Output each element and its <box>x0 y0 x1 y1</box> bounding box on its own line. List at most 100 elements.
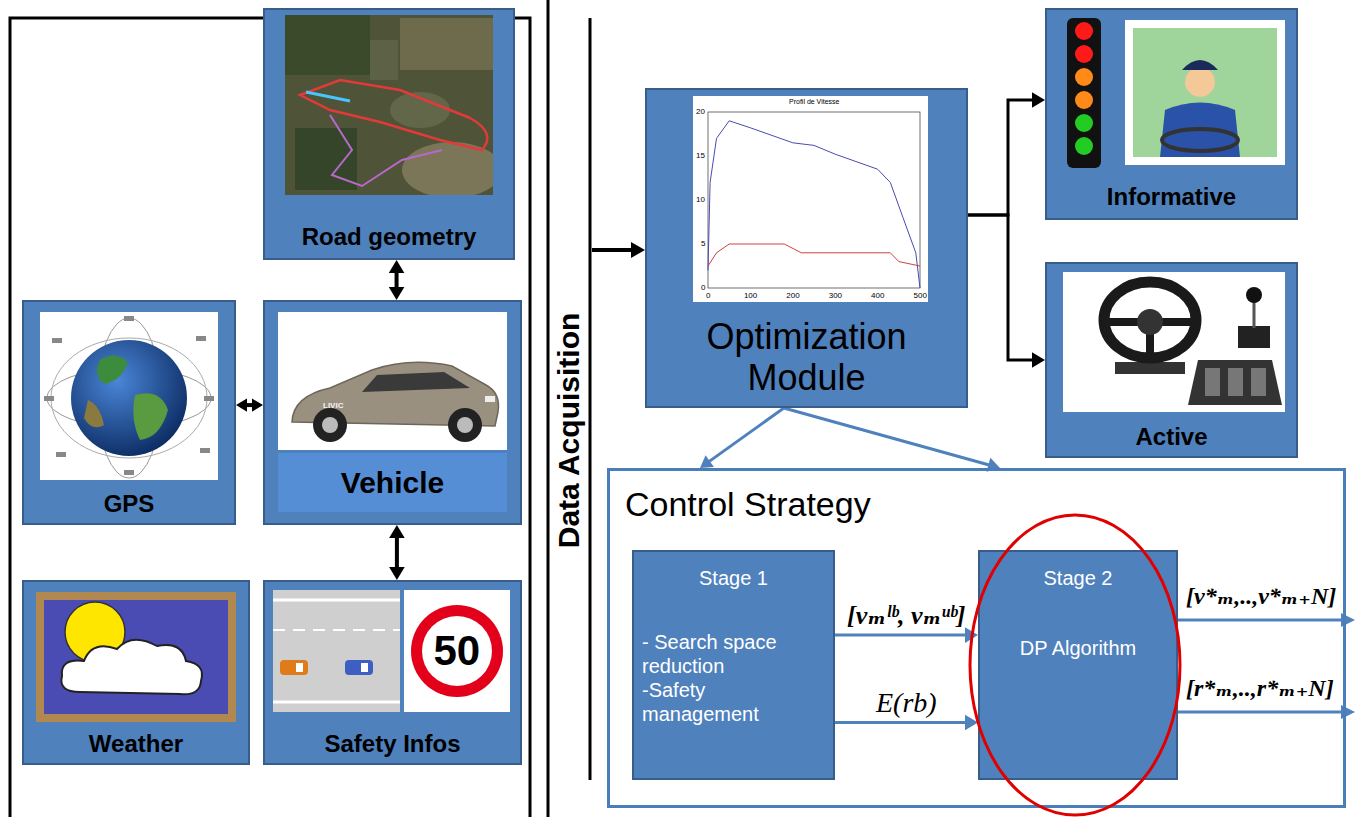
box-caption: Safety Infos <box>267 730 518 759</box>
axis-tick: 300 <box>829 292 842 301</box>
connector <box>968 92 1045 215</box>
gps-globe-part <box>71 340 187 456</box>
group-title: Control Strategy <box>625 484 871 525</box>
steering-wheel-picture-part <box>1251 368 1266 396</box>
traffic-light-driver-part <box>1185 67 1215 97</box>
box-caption: Weather <box>26 730 246 759</box>
edge-label: [vₘˡᵇ, vₘᵘᵇ] <box>847 601 966 631</box>
stage-item: -Safety management <box>632 678 835 726</box>
connector-line <box>835 721 969 724</box>
gps-globe-part-part <box>44 396 54 401</box>
safety-picture-part <box>361 663 368 672</box>
connector <box>784 408 1000 472</box>
connector-line <box>968 215 1036 360</box>
connector-line <box>707 408 784 463</box>
vehicle-box: Vehicle <box>263 300 522 525</box>
weather-picture-part <box>44 600 228 714</box>
divider-line <box>547 0 550 817</box>
gps-globe-part-part <box>124 316 134 321</box>
arrow-head <box>389 287 405 300</box>
module-title: Optimization Module <box>649 317 964 398</box>
source-box: GPS <box>22 300 236 525</box>
safety-picture-part <box>273 599 400 602</box>
connector <box>389 525 405 580</box>
traffic-light-driver-part <box>1125 20 1285 165</box>
traffic-light-driver-part <box>1160 103 1240 158</box>
connector <box>700 408 784 468</box>
arrow-head <box>236 398 247 411</box>
axis-tick: 5 <box>701 240 705 249</box>
group-box: Control StrategyStage 1 - Search space re… <box>607 468 1346 808</box>
speed-profile-chart-part <box>693 96 928 302</box>
connector <box>389 260 405 300</box>
stage-title: Stage 1 <box>632 566 835 590</box>
arrow-head <box>389 567 405 580</box>
traffic-light-driver-part <box>1075 22 1093 40</box>
source-box: Road geometry <box>263 8 515 260</box>
satellite-map-part <box>370 40 398 80</box>
gps-globe-part <box>40 312 218 480</box>
divider-line <box>589 18 592 780</box>
axis-tick: 500 <box>914 292 927 301</box>
output-box: Informative <box>1045 8 1298 220</box>
steering-wheel-picture-part <box>1115 362 1185 374</box>
weather-picture <box>36 592 236 722</box>
traffic-light-driver-part <box>1075 91 1093 109</box>
arrow-head <box>965 715 978 731</box>
steering-wheel-picture-part <box>1063 272 1285 412</box>
traffic-light-driver-part <box>1133 28 1277 157</box>
axis-tick: 200 <box>786 292 799 301</box>
satellite-map-part <box>285 15 370 75</box>
connector-line <box>784 408 992 466</box>
speed-profile-chart-part <box>708 112 920 288</box>
car-picture-part <box>313 408 347 442</box>
car-picture-part <box>485 396 495 402</box>
safety-picture-part <box>280 660 308 675</box>
safety-picture-part <box>296 663 303 672</box>
steering-wheel-picture-part <box>1246 287 1262 303</box>
speed-profile-chart-part <box>708 121 920 288</box>
satellite-map-part <box>400 18 493 70</box>
speed-profile-chart-part <box>708 244 920 266</box>
weather-picture-part <box>36 592 236 722</box>
stage-box: Stage 1 - Search space reduction-Safety m… <box>632 550 835 780</box>
axis-tick: 20 <box>696 108 705 117</box>
axis-tick: 15 <box>696 152 705 161</box>
connector <box>968 215 1045 368</box>
connector-line <box>968 100 1036 215</box>
box-caption: Active <box>1049 423 1294 452</box>
source-box: Safety Infos <box>263 580 522 765</box>
safety-picture-part <box>273 590 400 712</box>
traffic-light-driver-part <box>1075 45 1093 63</box>
gps-globe-part <box>84 400 104 427</box>
gps-globe-part-part <box>56 452 66 457</box>
gps-globe-part-part <box>200 448 210 453</box>
safety-picture-part <box>273 629 400 631</box>
safety-picture-part <box>273 701 400 704</box>
output-box: Active <box>1045 262 1298 458</box>
stage-title: Stage 2 <box>978 566 1178 590</box>
safety-picture-part <box>404 590 510 712</box>
output-vector: [v*ₘ,..,v*ₘ₊N] <box>1186 583 1336 609</box>
car-picture-part <box>457 417 473 433</box>
module-box: Optimization Module <box>645 88 968 408</box>
edge-label: E(rb) <box>876 687 937 719</box>
traffic-light-driver-part <box>1075 68 1093 86</box>
box-caption: Road geometry <box>267 223 511 252</box>
arrow-head <box>389 525 405 538</box>
gps-globe-part <box>51 338 207 458</box>
safety-picture-part <box>345 660 373 675</box>
gps-globe <box>40 312 218 480</box>
stage-item: - Search space reduction <box>632 630 835 678</box>
satellite-map-part <box>330 115 442 186</box>
box-caption: Vehicle <box>267 453 518 512</box>
stage-item: DP Algorithm <box>978 636 1178 660</box>
arrow-head <box>1032 352 1045 368</box>
box-caption: GPS <box>26 490 232 519</box>
side-heading: Data Acquisition <box>552 312 585 548</box>
connector <box>236 398 263 411</box>
gps-globe-part <box>44 316 214 475</box>
source-box: Weather <box>22 580 250 765</box>
highlight-ellipse <box>970 515 1180 815</box>
